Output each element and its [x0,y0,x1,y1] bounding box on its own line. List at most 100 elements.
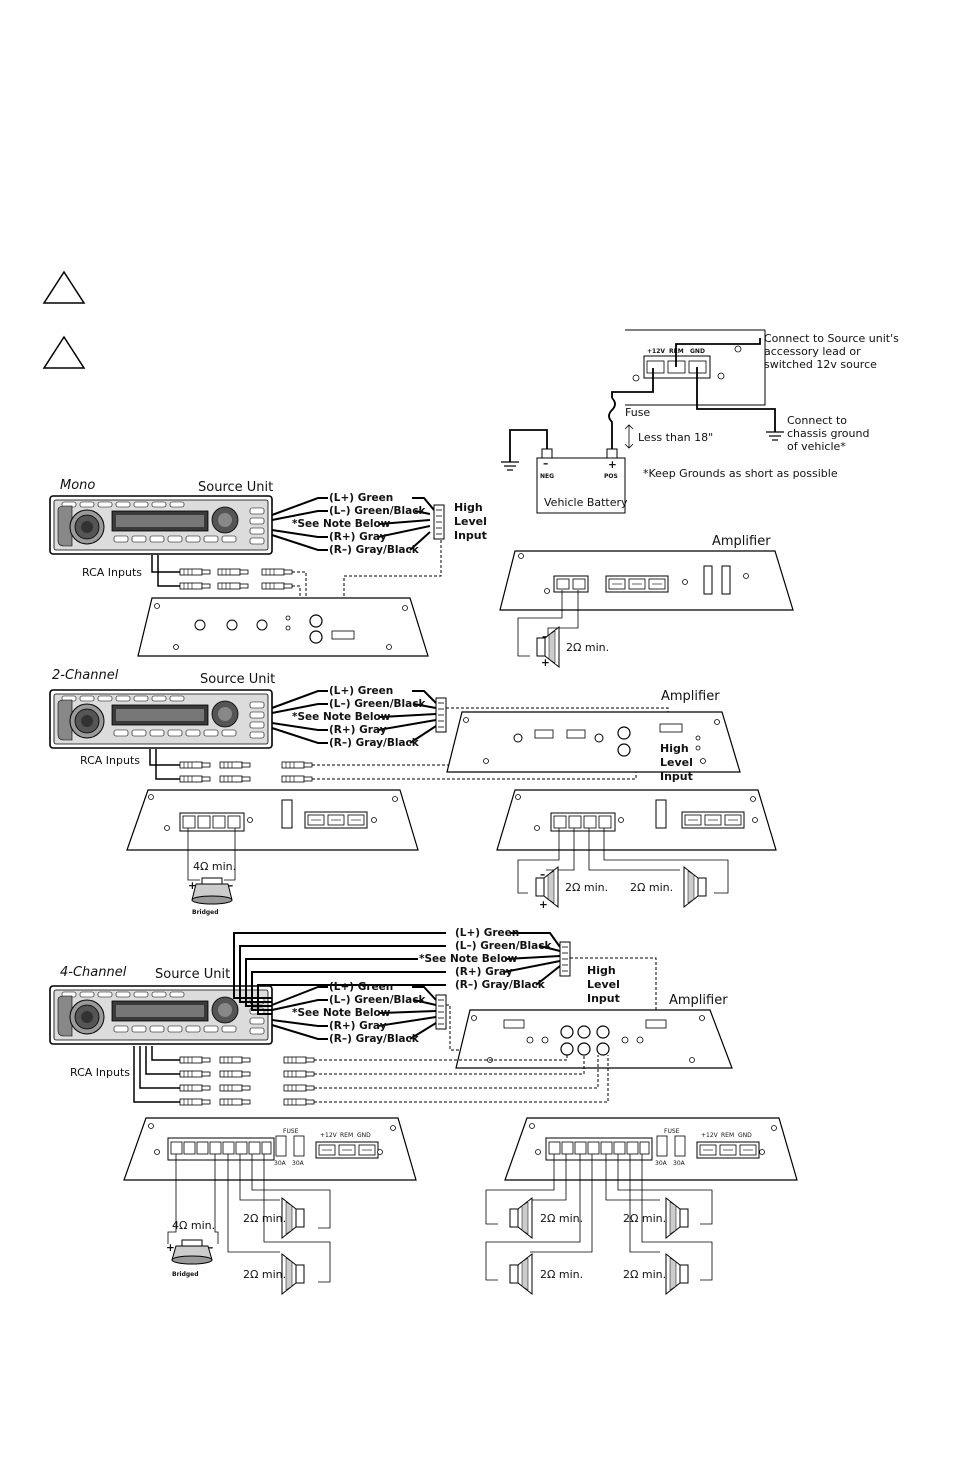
bridged-speaker-icon [171,1239,213,1265]
source-unit-label: Source Unit [198,480,273,495]
high-level-connector-2 [435,697,447,733]
four-channel-section: 4-Channel Source Unit (L+) Green (L–) Gr… [49,927,798,1295]
fuse-label-4r: FUSE [664,1128,680,1135]
fuse-rating-4r-b: 30A [673,1160,686,1167]
bridged-minus-4: – [208,1242,213,1254]
wire-label-l-minus-2: (L–) Green/Black [329,698,426,710]
wire4-top-note: *See Note Below [419,953,518,965]
source-unit-label-4: Source Unit [155,967,230,982]
high-level-connector [433,504,445,540]
fuse-label: Fuse [625,406,650,419]
impedance-4r-d: 2Ω min. [623,1268,666,1281]
impedance-4r-b: 2Ω min. [623,1212,666,1225]
source-unit-head-4 [49,985,273,1045]
source-unit-label-2: Source Unit [200,672,275,687]
section-title-4ch: 4-Channel [60,965,127,980]
section-title-2ch: 2-Channel [52,668,119,683]
bridged-label: Bridged [192,909,219,916]
mono-section: Mono Source Unit (L+) Green (L–) Green/B… [49,478,794,669]
high-level-connector-4a [559,941,571,977]
speaker-icon [665,1197,689,1239]
spk-minus-l: – [540,869,545,881]
wire-label-r-minus: (R–) Gray/Black [329,544,420,556]
impedance-label: 2Ω min. [566,641,609,654]
bridged-label-4: Bridged [172,1271,199,1278]
accessory-note-line1: Connect to Source unit's [764,332,899,345]
wire4-top-r-minus: (R–) Gray/Black [455,979,546,991]
term-rem-4l: REM [340,1132,353,1139]
speaker-icon [509,1253,533,1295]
bridged-plus: + [188,880,197,892]
accessory-note-line2: accessory lead or [764,345,861,358]
bridged-plus-4: + [166,1242,175,1254]
amplifier-label-4: Amplifier [669,993,728,1008]
term-12v-4l: +12V [320,1132,338,1139]
warning-triangle-icon [42,270,86,304]
wire-label-l-minus: (L–) Green/Black [329,505,426,517]
high-level-2-line2: Level [660,756,693,769]
impedance-4r-c: 2Ω min. [540,1268,583,1281]
impedance-4r-a: 2Ω min. [540,1212,583,1225]
high-level-2-line1: High [660,742,689,755]
power-wiring-diagram: +12V REM GND Connect to Source unit's ac… [501,329,899,514]
impedance-4l-a: 2Ω min. [243,1212,286,1225]
bridged-minus: – [228,880,233,892]
impedance-4l-b: 2Ω min. [243,1268,286,1281]
source-unit-head [49,495,273,555]
wire4-top-l-plus: (L+) Green [455,927,519,939]
warning-triangle-icon [42,335,86,369]
spk-plus-l: + [539,899,548,911]
speaker-minus: – [542,631,547,643]
speaker-icon [509,1197,533,1239]
ground-note: *Keep Grounds as short as possible [643,467,838,480]
rca-inputs-label-2: RCA Inputs [80,754,140,767]
wire-label-l-plus-2: (L+) Green [329,685,393,697]
bridged-speaker-icon [191,877,233,905]
high-level-4-line3: Input [587,992,620,1005]
amplifier-label: Amplifier [712,534,771,549]
chassis-note-line1: Connect to [787,414,847,427]
battery-pos-sign: + [608,459,617,471]
four-ohm-label: 4Ω min. [193,860,236,873]
wire-label-r-minus-2: (R–) Gray/Black [329,737,420,749]
speaker-icon [683,866,707,908]
wire4-l-minus: (L–) Green/Black [329,994,426,1006]
wire-label-r-plus: (R+) Gray [329,531,387,543]
wire-label-r-plus-2: (R+) Gray [329,724,387,736]
wire-label-note-2: *See Note Below [292,711,391,723]
speaker-plus: + [541,657,550,669]
high-level-line1: High [454,501,483,514]
two-channel-section: 2-Channel Source Unit (L+) Green (L–) Gr… [49,668,777,916]
term-12v-4r: +12V [701,1132,719,1139]
wire4-top-l-minus: (L–) Green/Black [455,940,552,952]
high-level-4-line2: Level [587,978,620,991]
term-gnd-4r: GND [738,1132,752,1139]
wire4-top-r-plus: (R+) Gray [455,966,513,978]
term-gnd-4l: GND [357,1132,371,1139]
impedance-2ch-l: 2Ω min. [565,881,608,894]
distance-label: Less than 18" [638,431,713,444]
section-title-mono: Mono [60,478,95,493]
speaker-icon [665,1253,689,1295]
four-ohm-label-4: 4Ω min. [172,1219,215,1232]
high-level-line3: Input [454,529,487,542]
fuse-label-4l: FUSE [283,1128,299,1135]
wire-label-note: *See Note Below [292,518,391,530]
battery-neg-sign: – [543,458,548,470]
source-unit-head-2 [49,689,273,749]
term-rem-4r: REM [721,1132,734,1139]
amplifier-label-2: Amplifier [661,689,720,704]
impedance-2ch-r: 2Ω min. [630,881,673,894]
chassis-note-line3: of vehicle* [787,440,846,453]
high-level-2-line3: Input [660,770,693,783]
terminal-label-12v: +12V [647,348,665,355]
high-level-4-line1: High [587,964,616,977]
wire-label-l-plus: (L+) Green [329,492,393,504]
wire4-r-minus: (R–) Gray/Black [329,1033,420,1045]
wire4-l-plus: (L+) Green [329,981,393,993]
terminal-label-gnd: GND [690,348,705,355]
battery-pos: POS [604,473,618,480]
accessory-note-line3: switched 12v source [764,358,877,371]
rca-inputs-label-4: RCA Inputs [70,1066,130,1079]
